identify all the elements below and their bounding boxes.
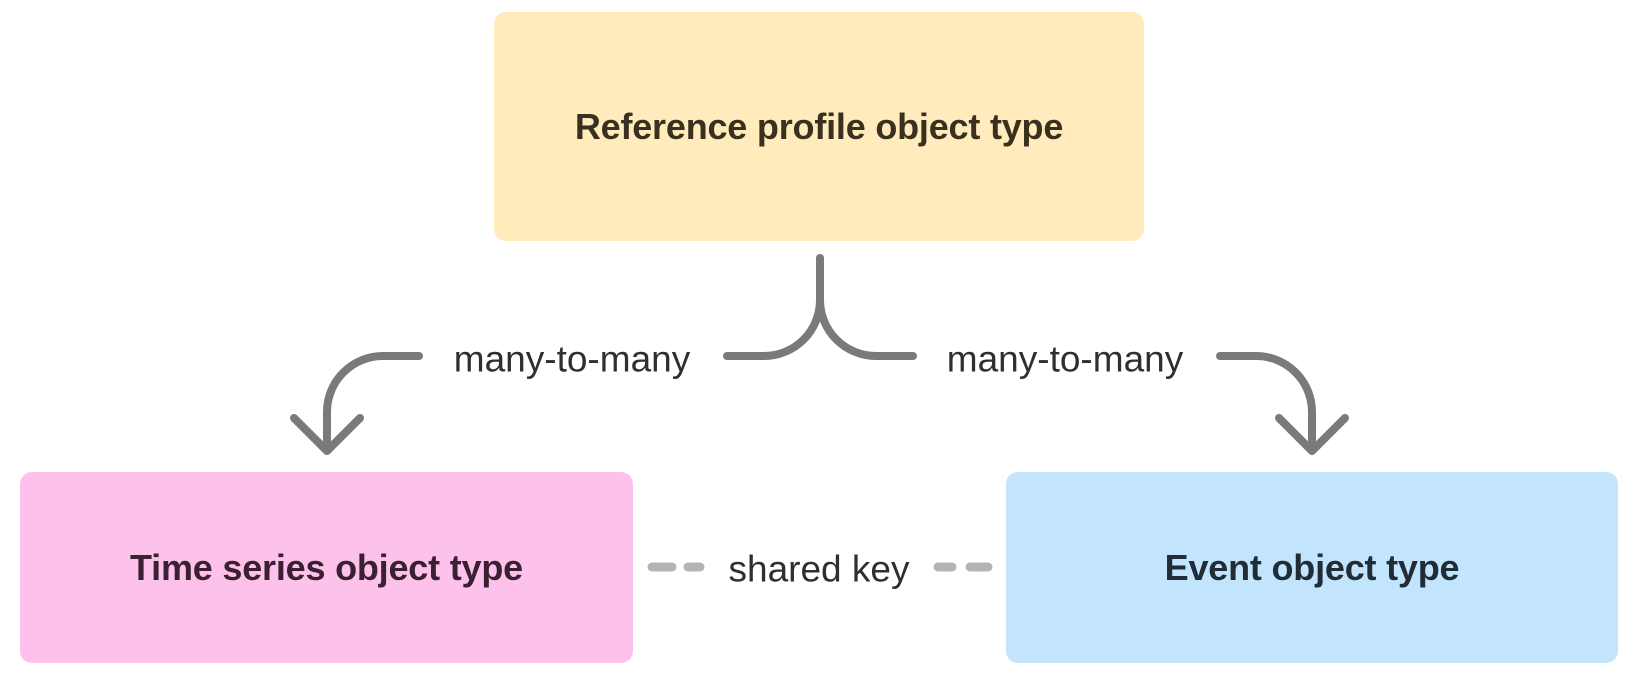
edge-label-ref-to-event: many-to-many bbox=[946, 338, 1184, 380]
left-branch-inner-line bbox=[723, 296, 824, 360]
left-branch-outer-line bbox=[323, 352, 423, 454]
arrow-down-icon bbox=[1275, 414, 1349, 455]
edge-label-ref-to-timeseries: many-to-many bbox=[453, 338, 691, 380]
arrow-down-icon bbox=[290, 414, 364, 455]
right-branch-inner-line bbox=[816, 296, 917, 360]
edge-label-shared-key: shared key bbox=[728, 548, 910, 590]
event-node: Event object type bbox=[1006, 472, 1618, 663]
time-series-label: Time series object type bbox=[130, 546, 523, 588]
right-branch-outer-line bbox=[1216, 352, 1316, 454]
event-label: Event object type bbox=[1164, 546, 1460, 588]
time-series-node: Time series object type bbox=[20, 472, 633, 663]
reference-profile-node: Reference profile object type bbox=[494, 12, 1144, 241]
reference-profile-label: Reference profile object type bbox=[574, 105, 1064, 147]
